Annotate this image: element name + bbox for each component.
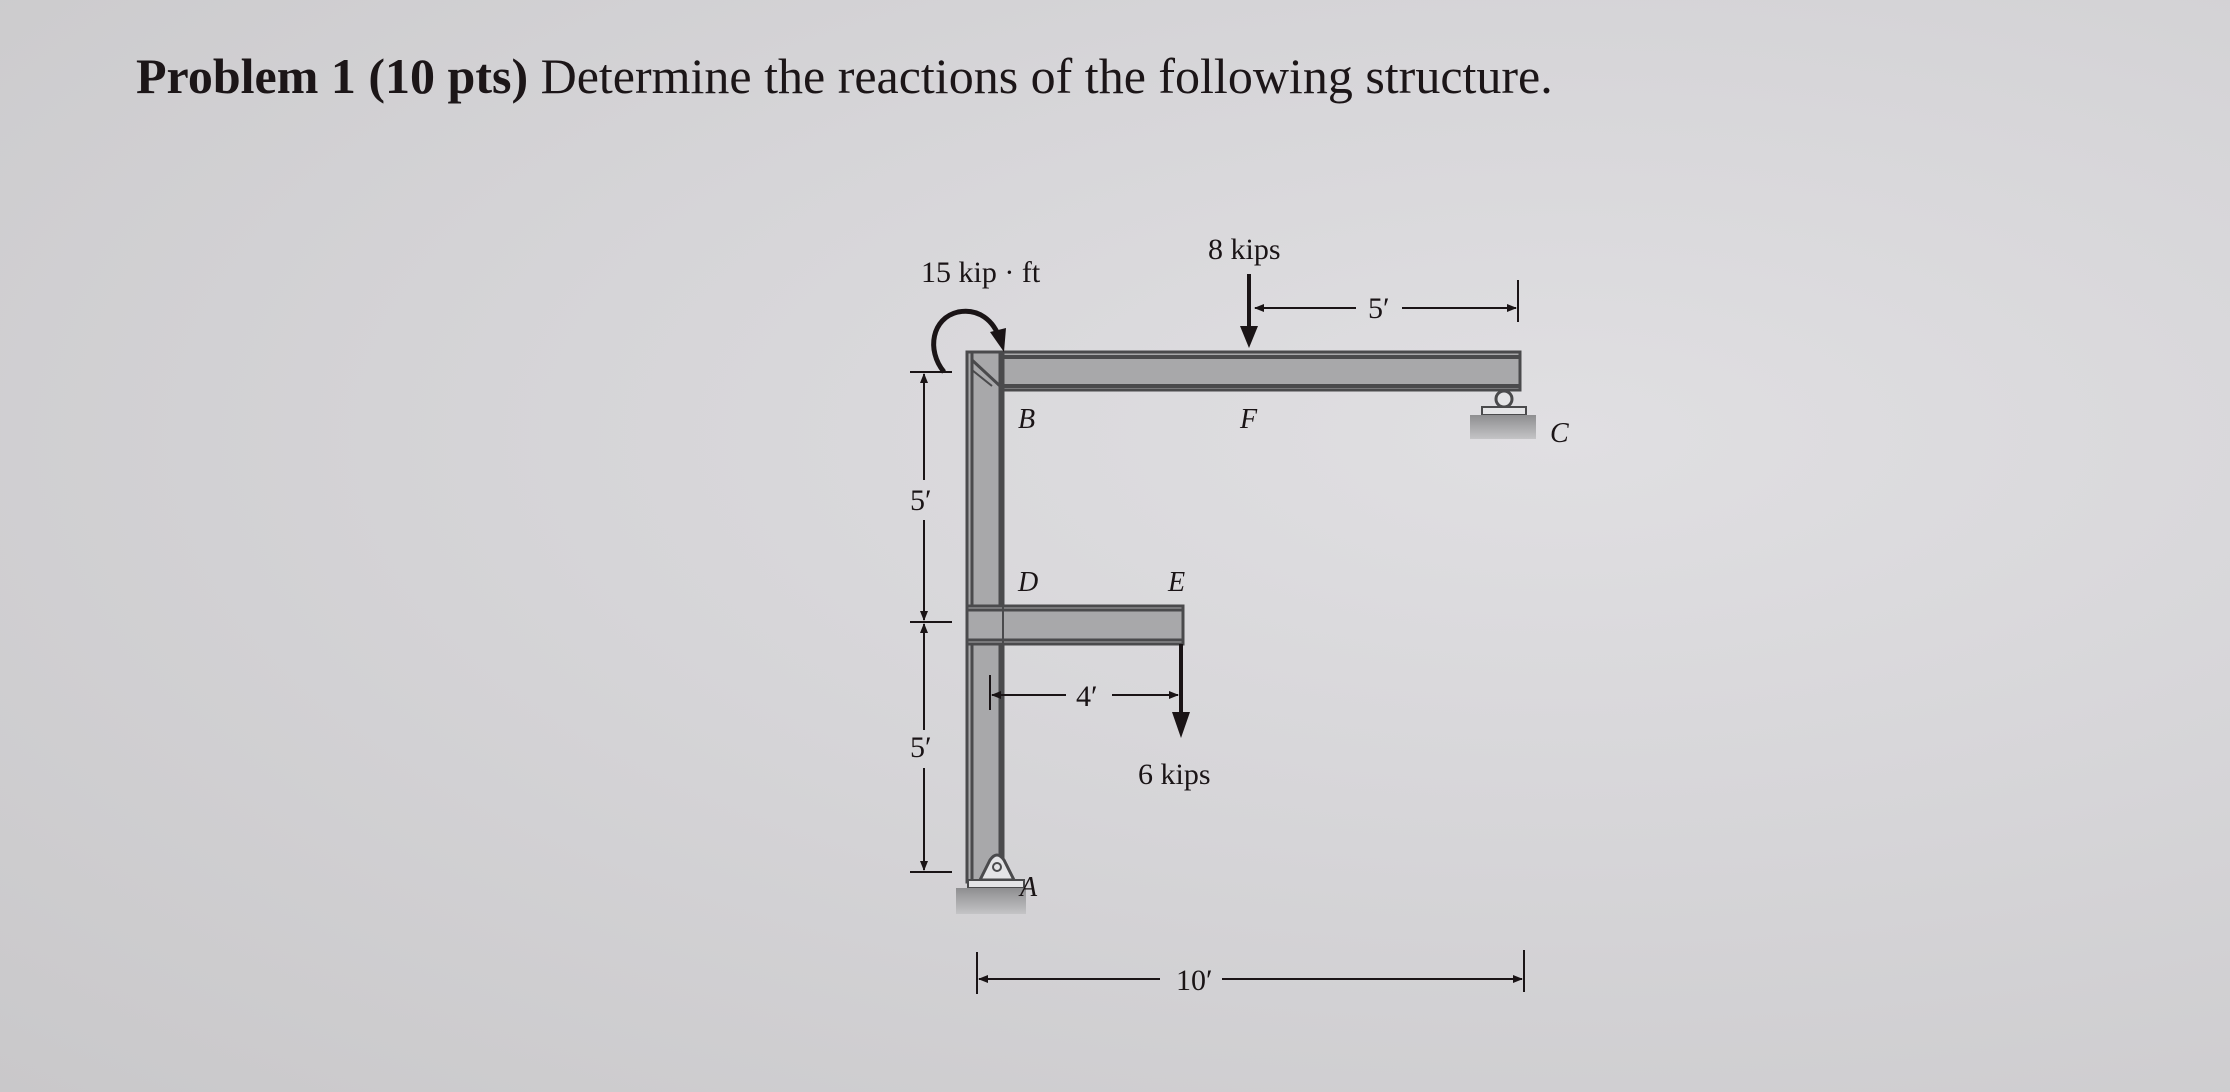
arm-DE <box>965 604 1185 646</box>
moment-load-B: 15 kip · ft <box>921 256 1041 374</box>
point-C-label: C <box>1550 418 1569 449</box>
dimension-BD-label: 5′ <box>910 484 932 517</box>
dimension-BC <box>976 950 1525 994</box>
dimension-vertical <box>910 371 952 873</box>
dimension-DE-label: 4′ <box>1076 680 1098 713</box>
force-load-F: 8 kips <box>1208 233 1281 348</box>
dimension-FC <box>1254 280 1519 322</box>
dimension-DA-label: 5′ <box>910 731 932 764</box>
point-B-label: B <box>1018 404 1035 435</box>
roller-support-C <box>1470 389 1536 439</box>
point-F-label: F <box>1239 404 1258 435</box>
force-F-label: 8 kips <box>1208 233 1281 266</box>
problem-heading: Problem 1 (10 pts) <box>136 48 529 104</box>
moment-label: 15 kip · ft <box>921 256 1041 289</box>
force-E-label: 6 kips <box>1138 758 1211 791</box>
point-A-label: A <box>1018 872 1038 903</box>
dimension-BC-label: 10′ <box>1176 964 1213 997</box>
force-load-E: 6 kips <box>1138 644 1211 791</box>
dimension-FC-label: 5′ <box>1368 292 1390 325</box>
problem-statement: Problem 1 (10 pts) Determine the reactio… <box>136 46 1553 106</box>
point-E-label: E <box>1167 567 1185 598</box>
point-D-label: D <box>1017 567 1038 598</box>
pin-support-A <box>956 853 1026 914</box>
problem-prompt: Determine the reactions of the following… <box>540 48 1553 104</box>
dimension-DE <box>989 675 1179 710</box>
beam-BC <box>965 350 1522 392</box>
